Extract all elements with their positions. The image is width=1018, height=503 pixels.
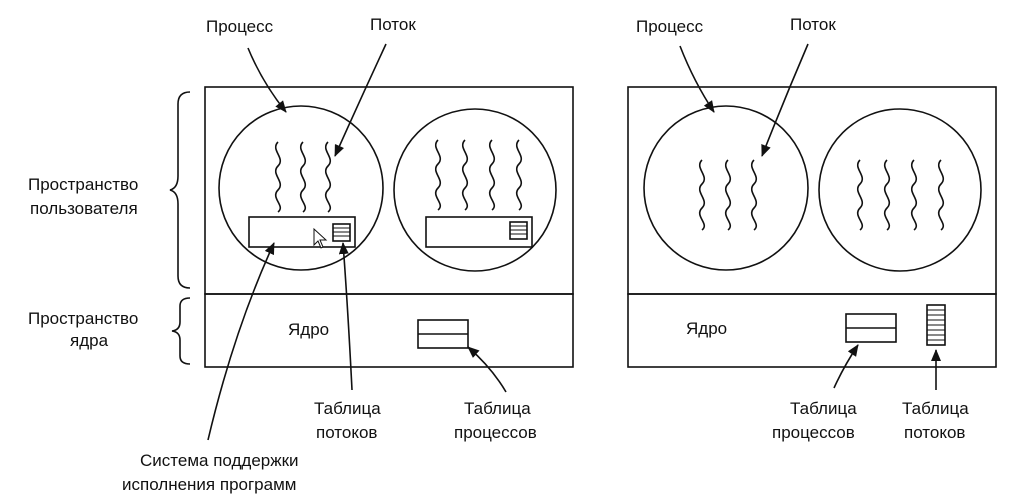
left-runtime-box-2 — [425, 216, 533, 248]
right-diagram — [627, 43, 997, 390]
right-process-table-label-line1: Таблица — [790, 399, 857, 418]
right-kernel-label: Ядро — [686, 319, 727, 338]
thread-icon — [750, 159, 758, 231]
user-space-label-line2: пользователя — [30, 199, 138, 218]
thread-icon — [299, 141, 307, 213]
right-thread-table-label-line1: Таблица — [902, 399, 969, 418]
left-process-table-arrow — [467, 346, 507, 393]
left-labels: Процесс Поток Пространство пользователя … — [28, 15, 537, 494]
right-process-table-arrow — [833, 344, 859, 389]
right-process-circle-2 — [818, 108, 982, 272]
thread-icon — [274, 141, 282, 213]
thread-icon — [883, 159, 891, 231]
left-process-circle-1 — [218, 105, 384, 271]
thread-icon — [856, 159, 864, 231]
right-kernel-space-box — [627, 293, 997, 368]
left-runtime-box-1 — [248, 216, 356, 248]
left-process-circle-2 — [393, 108, 557, 272]
thread-icon — [488, 139, 496, 211]
left-thread-table-2-lines — [510, 225, 527, 235]
runtime-label-line2: исполнения программ — [122, 475, 296, 494]
thread-icon — [910, 159, 918, 231]
left-process-arrow — [247, 47, 287, 113]
left-threads-group-2 — [434, 139, 523, 211]
runtime-label-line1: Система поддержки — [140, 451, 299, 470]
right-process-arrow — [679, 45, 715, 113]
right-threads-group-1 — [698, 159, 758, 231]
right-thread-arrow — [761, 43, 809, 157]
user-space-brace — [169, 91, 191, 289]
thread-icon — [937, 159, 945, 231]
right-process-table-label-line2: процессов — [772, 423, 855, 442]
left-thread-table-label-line1: Таблица — [314, 399, 381, 418]
left-runtime-arrow — [207, 242, 275, 441]
thread-icon — [724, 159, 732, 231]
right-process-label: Процесс — [636, 17, 704, 36]
left-process-table-label-line1: Таблица — [464, 399, 531, 418]
right-process-circle-1 — [643, 105, 809, 271]
left-thread-table-1-lines — [333, 227, 350, 237]
user-space-label-line1: Пространство — [28, 175, 138, 194]
right-threads-group-2 — [856, 159, 945, 231]
kernel-space-brace — [171, 297, 191, 365]
left-kernel-space-box — [204, 293, 574, 368]
left-process-table-label-line2: процессов — [454, 423, 537, 442]
left-kernel-label: Ядро — [288, 320, 329, 339]
left-process-label: Процесс — [206, 17, 274, 36]
right-kernel-thread-table-lines — [927, 309, 945, 341]
kernel-space-label-line2: ядра — [70, 331, 109, 350]
left-thread-table-arrow — [338, 242, 353, 391]
thread-icon — [461, 139, 469, 211]
thread-icon — [698, 159, 706, 231]
left-diagram — [169, 43, 574, 441]
left-thread-table-label-line2: потоков — [316, 423, 377, 442]
thread-icon — [515, 139, 523, 211]
kernel-space-label-line1: Пространство — [28, 309, 138, 328]
right-labels: Процесс Поток Ядро Таблица процессов Таб… — [636, 15, 969, 442]
mouse-cursor-icon — [313, 227, 328, 249]
thread-icon — [324, 141, 332, 213]
left-thread-arrow — [334, 43, 387, 157]
left-thread-label: Поток — [370, 15, 416, 34]
thread-icon — [434, 139, 442, 211]
right-thread-table-label-line2: потоков — [904, 423, 965, 442]
right-thread-label: Поток — [790, 15, 836, 34]
left-threads-group-1 — [274, 141, 332, 213]
